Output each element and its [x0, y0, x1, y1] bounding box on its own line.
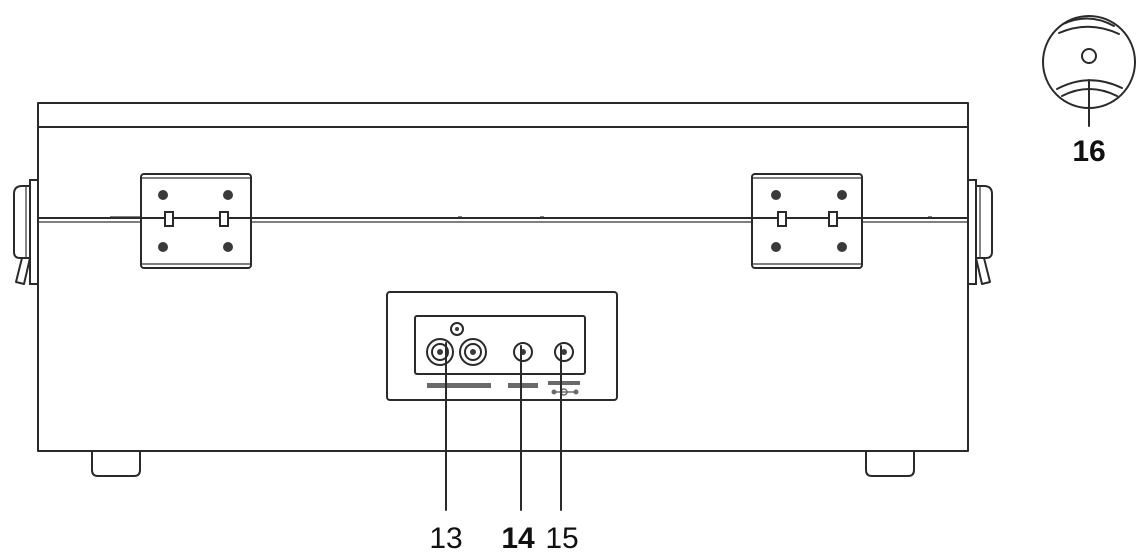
- rca-jack-right: [459, 338, 487, 366]
- rca-jack-left: [426, 338, 454, 366]
- callout-13: 13: [429, 522, 462, 554]
- right-latch: [967, 179, 993, 285]
- case-feet: [91, 450, 915, 477]
- callout-15: 15: [545, 522, 578, 554]
- callout-14: 14: [501, 522, 535, 554]
- leader-lines: [445, 79, 1090, 511]
- connector-panel: [386, 291, 618, 401]
- dc-in-jack: [554, 342, 574, 362]
- right-hinge: [751, 173, 863, 269]
- aux-in-jack: [513, 342, 533, 362]
- panel-legend-marks: [427, 381, 580, 396]
- left-hinge: [140, 173, 252, 269]
- callout-16: 16: [1072, 135, 1105, 168]
- ground-screw: [450, 322, 464, 336]
- case-body: [37, 102, 969, 452]
- left-latch: [13, 179, 39, 285]
